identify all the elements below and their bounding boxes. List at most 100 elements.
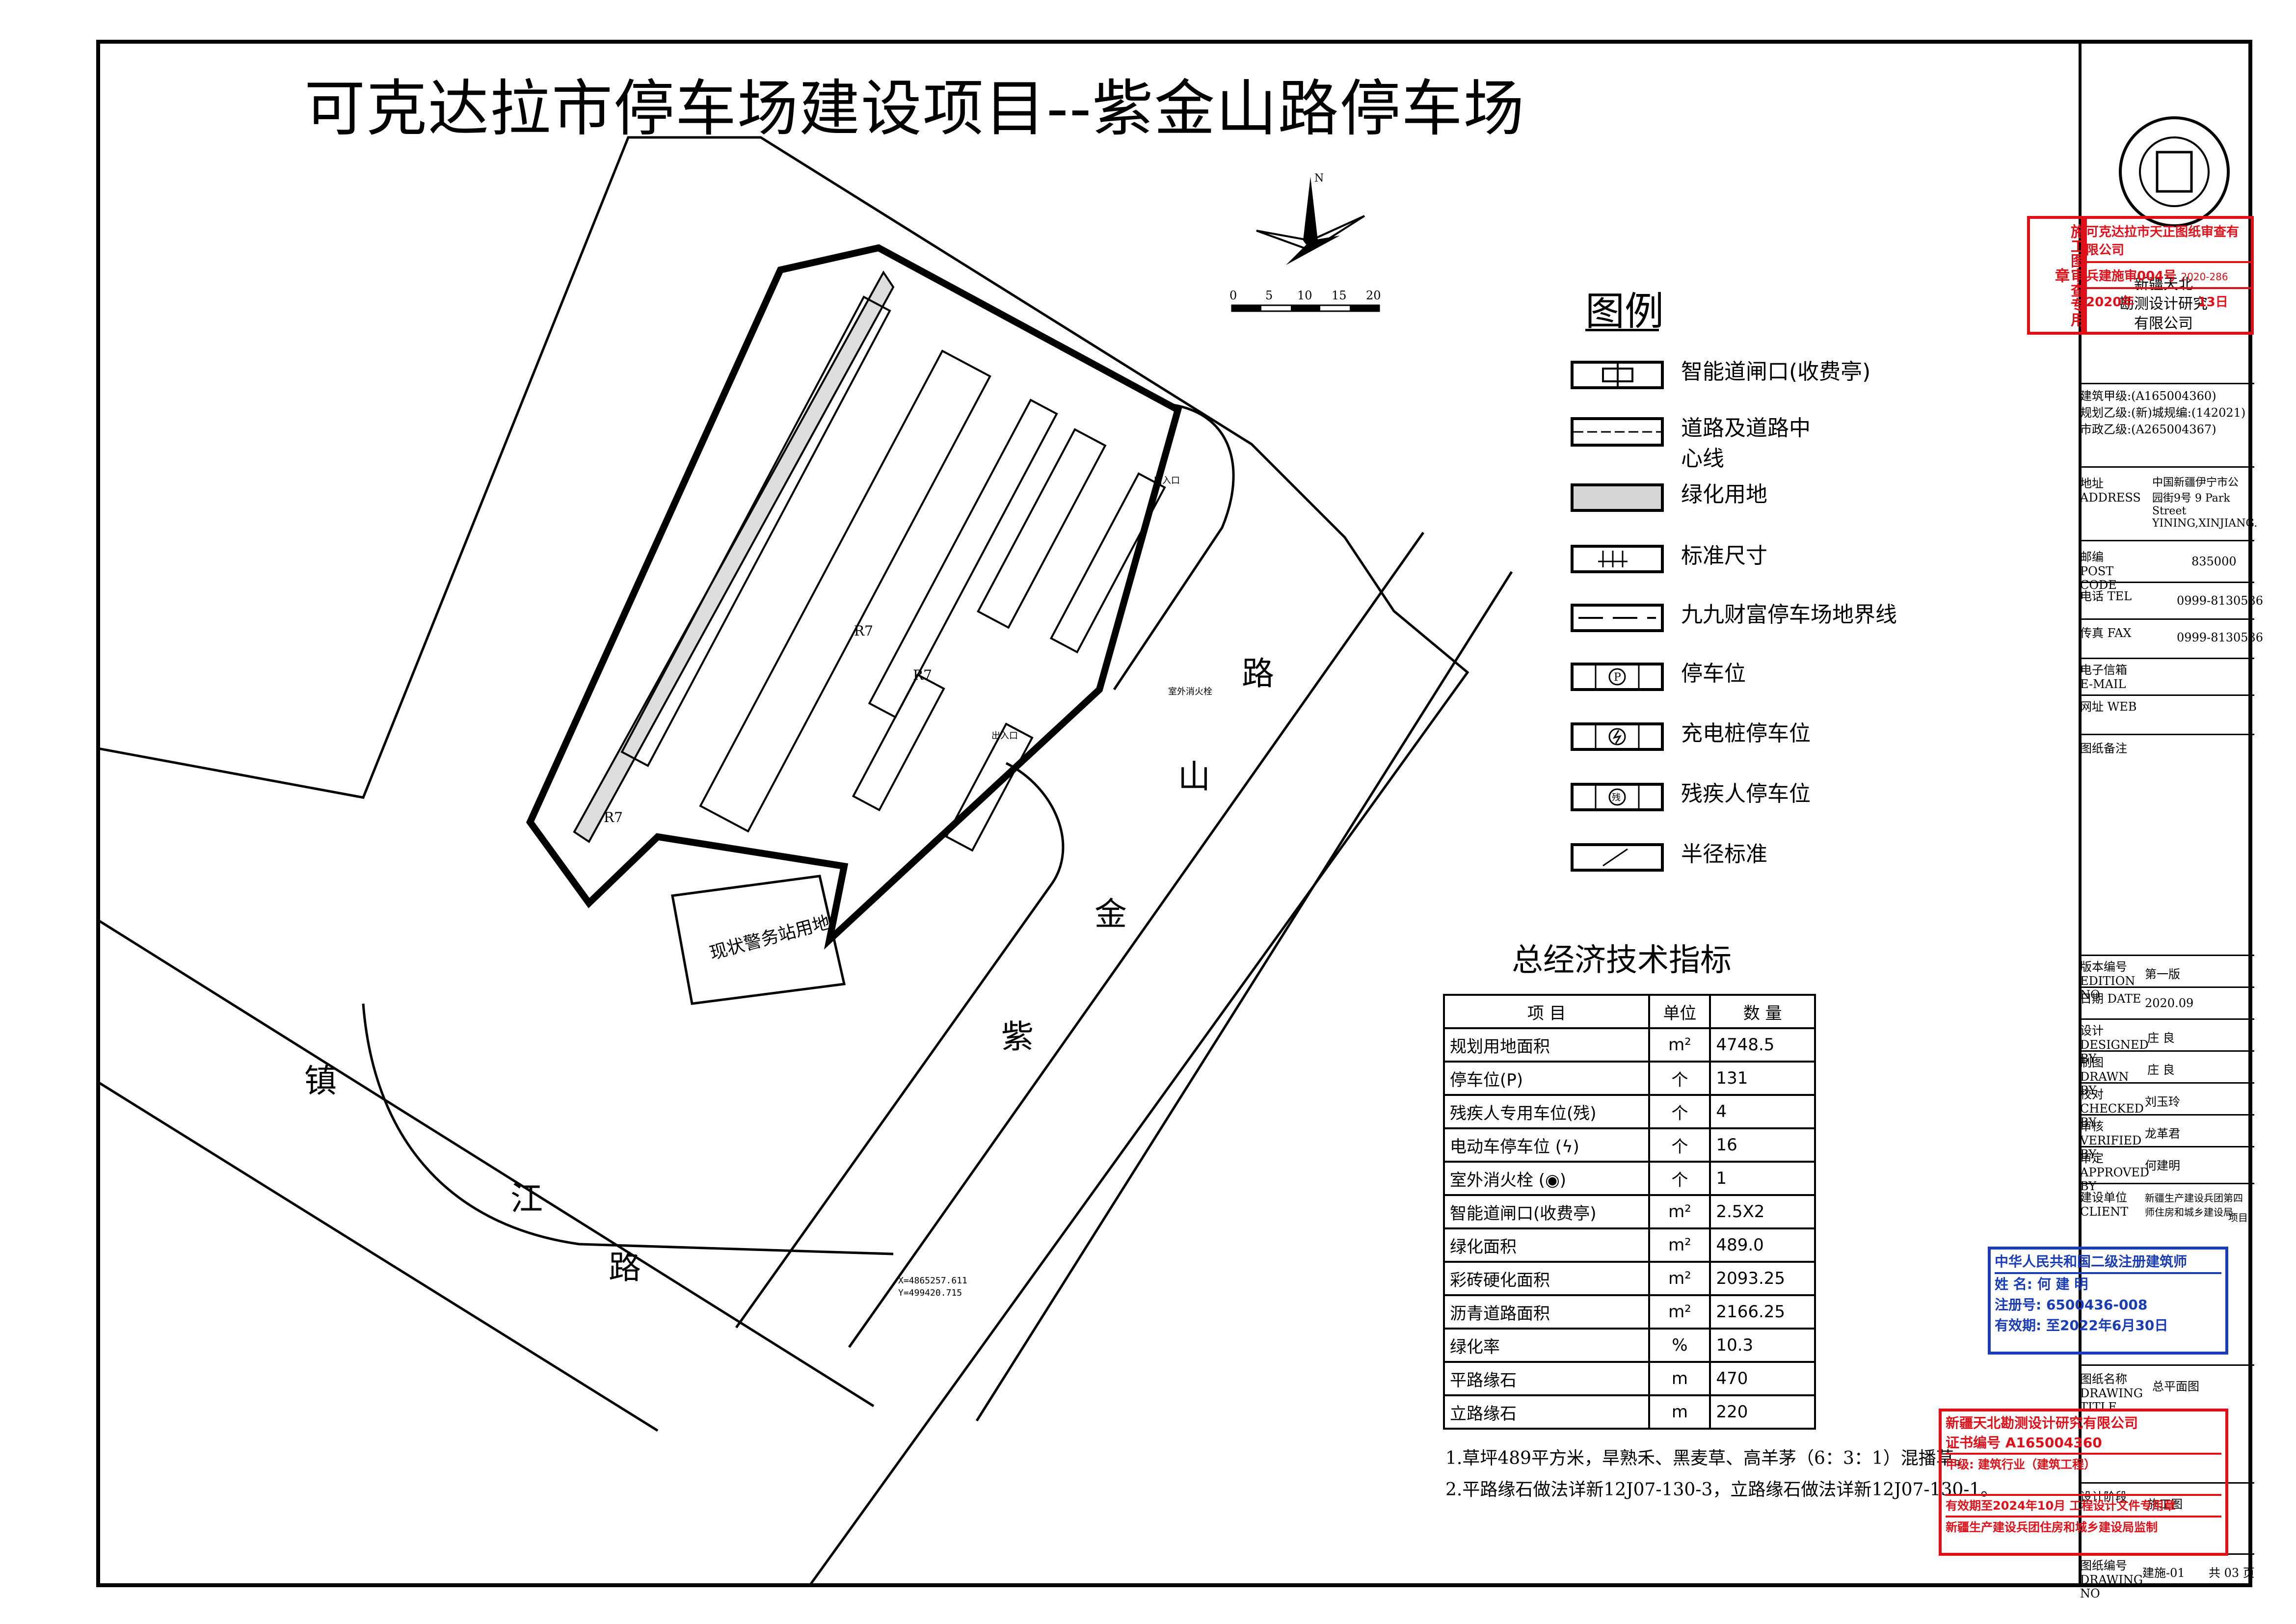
scale-tick: 5 bbox=[1265, 289, 1273, 302]
designed-label: 设计 DESIGNED BY bbox=[2080, 1024, 2149, 1065]
legend-label: 充电桩停车位 bbox=[1681, 721, 1811, 746]
tb-divider bbox=[2080, 383, 2254, 384]
green-area-icon bbox=[1571, 483, 1664, 512]
table-cell: 16 bbox=[1709, 1127, 1816, 1163]
notes: 1.草坪489平方米，旱熟禾、黑麦草、高羊茅（6：3：1）混播草。 2.平路缘石… bbox=[1445, 1443, 1998, 1506]
tb-divider bbox=[2080, 986, 2254, 988]
table-cell: 停车位(P) bbox=[1442, 1061, 1651, 1096]
table-cell: m² bbox=[1648, 1194, 1711, 1229]
review-no: 兵建施审004号 bbox=[2086, 269, 2177, 284]
site-plan: 现状警务站用地 镇 江 路 紫 金 山 路 X=4865257.611 Y=49… bbox=[98, 136, 1513, 1585]
architect-name: 姓 名: 何 建 明 bbox=[1995, 1276, 2088, 1292]
legend-item-accessible: 残 残疾人停车位 bbox=[1571, 773, 1914, 817]
review-stamp-vertical: 施工图审查专用章 bbox=[2027, 216, 2087, 335]
tb-divider bbox=[2080, 1082, 2254, 1084]
stage-label: 设计阶段 bbox=[2080, 1490, 2127, 1504]
svg-text:残: 残 bbox=[1612, 793, 1621, 803]
parking-space-icon: P bbox=[1571, 663, 1664, 691]
table-cell: 2.5X2 bbox=[1709, 1194, 1816, 1229]
legend-item-gate: 智能道闸口(收费亭) bbox=[1571, 351, 1914, 395]
stage-value: 施工图 bbox=[2147, 1497, 2183, 1511]
architect-reg: 注册号: 6500436-008 bbox=[1995, 1297, 2148, 1313]
entrance-label: 出入口 bbox=[1153, 476, 1180, 486]
tb-divider bbox=[2080, 466, 2254, 468]
table-cell: m² bbox=[1648, 1261, 1711, 1296]
company-name-line: 勘测设计研究 bbox=[2119, 295, 2208, 313]
tb-divider bbox=[2080, 1482, 2254, 1484]
architect-valid: 有效期: 至2022年6月30日 bbox=[1995, 1317, 2168, 1333]
web-label: 网址 WEB bbox=[2080, 700, 2137, 714]
legend-item-parking: P 停车位 bbox=[1571, 653, 1914, 697]
tb-divider bbox=[2080, 540, 2254, 541]
gate-icon bbox=[1571, 361, 1664, 389]
cert-issuer: 新疆生产建设兵团住房和城乡建设局监制 bbox=[1946, 1516, 2221, 1537]
entrance-label: 出入口 bbox=[991, 731, 1018, 741]
client-label: 建设单位 CLIENT bbox=[2080, 1191, 2129, 1219]
review-stamp-company: 可克达拉市天正图纸审查有限公司 bbox=[2084, 219, 2251, 263]
legend-item-boundary: 九九财富停车场地界线 bbox=[1571, 594, 1914, 638]
tb-divider bbox=[2080, 694, 2254, 696]
road-label-shan: 山 bbox=[1178, 758, 1210, 796]
table-cell: 电动车停车位 (ϟ) bbox=[1442, 1127, 1651, 1163]
drawing-no-value: 建施-01 bbox=[2142, 1566, 2185, 1580]
coord-y: Y=499420.715 bbox=[898, 1288, 962, 1298]
legend-item-road: 道路及道路中心线 bbox=[1571, 407, 1914, 471]
legend-label: 停车位 bbox=[1681, 661, 1746, 686]
email-label: 电子信箱 E-MAIL bbox=[2080, 663, 2127, 691]
verified-value: 龙革君 bbox=[2145, 1127, 2180, 1141]
legend-label: 九九财富停车场地界线 bbox=[1681, 602, 1897, 627]
tb-divider bbox=[2080, 658, 2254, 659]
table-cell: m² bbox=[1648, 1027, 1711, 1063]
tb-divider bbox=[2080, 1050, 2254, 1052]
legend-label: 标准尺寸 bbox=[1681, 543, 1767, 568]
tb-divider bbox=[2080, 1183, 2254, 1184]
review-stamp: 可克达拉市天正图纸审查有限公司 兵建施审004号 2020-286 2020年 … bbox=[2081, 216, 2254, 335]
drawing-title: 可克达拉市停车场建设项目--紫金山路停车场 bbox=[304, 74, 1525, 144]
remarks-label: 图纸备注 bbox=[2080, 742, 2127, 755]
table-cell: 2093.25 bbox=[1709, 1261, 1816, 1296]
legend-item-radius: 半径标准 bbox=[1571, 833, 1914, 878]
drawn-value: 庄 良 bbox=[2147, 1063, 2175, 1077]
review-stamp-date: 2020年 13日 bbox=[2084, 289, 2251, 313]
boundary-line-icon bbox=[1571, 604, 1664, 632]
architect-stamp: 中华人民共和国二级注册建筑师 姓 名: 何 建 明 注册号: 6500436-0… bbox=[1988, 1247, 2228, 1355]
legend-title: 图例 bbox=[1585, 289, 1664, 334]
table-cell: m bbox=[1648, 1394, 1711, 1430]
svg-text:P: P bbox=[1614, 671, 1621, 684]
fax-value: 0999-8130536 bbox=[2177, 631, 2264, 644]
date-value: 2020.09 bbox=[2145, 996, 2194, 1010]
table-cell: 2166.25 bbox=[1709, 1294, 1816, 1330]
table-cell: m² bbox=[1648, 1294, 1711, 1330]
qual-line: 建筑甲级:(A165004360) bbox=[2080, 389, 2216, 403]
table-row: 绿化率%10.3 bbox=[1442, 1328, 1816, 1363]
charging-space-icon bbox=[1571, 722, 1664, 751]
police-site-label: 现状警务站用地 bbox=[708, 912, 832, 964]
checked-value: 刘玉玲 bbox=[2145, 1095, 2180, 1109]
legend-title-underline bbox=[1585, 329, 1659, 331]
table-cell: 131 bbox=[1709, 1061, 1816, 1096]
drawing-title-value: 总平面图 bbox=[2152, 1380, 2199, 1393]
client-value: 新疆生产建设兵团第四师住房和城乡建设局 bbox=[2145, 1192, 2243, 1218]
edition-value: 第一版 bbox=[2145, 967, 2180, 981]
legend-label: 半径标准 bbox=[1681, 842, 1767, 867]
checked-label: 校对 CHECKED BY bbox=[2080, 1088, 2144, 1129]
address-label: 地址 ADDRESS bbox=[2080, 477, 2141, 505]
table-cell: 220 bbox=[1709, 1394, 1816, 1430]
cert-company: 新疆天北勘测设计研究有限公司 bbox=[1946, 1415, 2138, 1431]
review-date: 2020年 bbox=[2086, 295, 2135, 310]
qual-line: 市政乙级:(A265004367) bbox=[2080, 423, 2216, 436]
address-value: 中国新疆伊宁市公园街9号 9 Park Street YINING,XINJIA… bbox=[2152, 477, 2258, 530]
company-name-line: 新疆天北 bbox=[2134, 276, 2193, 293]
certificate-stamp: 新疆天北勘测设计研究有限公司 证书编号 A165004360 甲级: 建筑行业（… bbox=[1939, 1409, 2228, 1556]
table-cell: 个 bbox=[1648, 1127, 1711, 1163]
table-cell: 沥青道路面积 bbox=[1442, 1294, 1651, 1330]
parking-lot-boundary bbox=[526, 244, 1182, 950]
table-cell: 4 bbox=[1709, 1094, 1816, 1129]
